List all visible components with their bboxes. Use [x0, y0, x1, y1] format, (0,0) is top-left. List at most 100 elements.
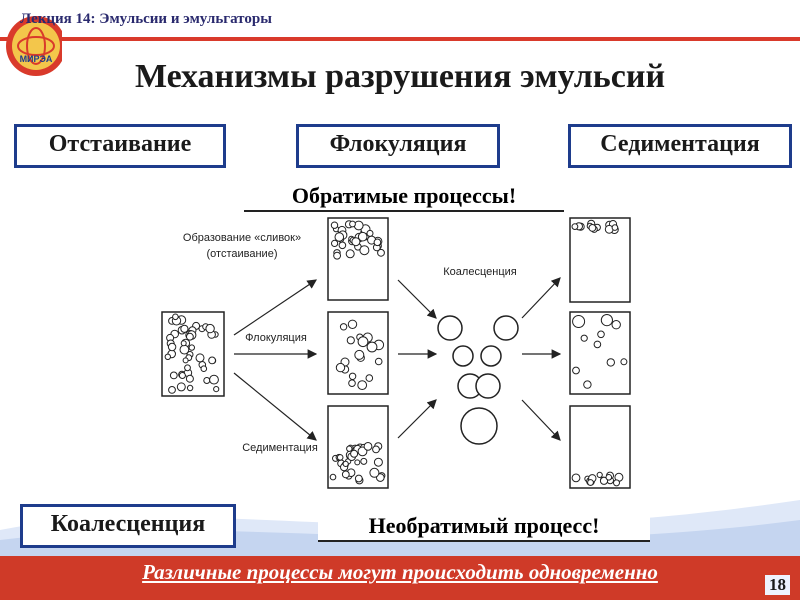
coalescence-drop-merged: [460, 407, 498, 445]
droplet: [374, 357, 383, 366]
droplet: [572, 366, 580, 375]
droplet: [180, 324, 189, 333]
coalescence-drop: [437, 315, 463, 341]
droplet: [167, 342, 177, 352]
arrow-creaming-to-coalescence: [397, 279, 437, 319]
droplet: [180, 340, 187, 347]
droplet: [357, 336, 369, 348]
droplet: [354, 459, 361, 466]
droplet: [346, 336, 355, 345]
droplet: [347, 319, 358, 330]
droplet: [349, 220, 356, 228]
coalescence-drop: [475, 373, 501, 399]
droplet: [168, 386, 176, 394]
logo-text: МИРЭА: [20, 54, 53, 64]
droplet: [600, 314, 613, 327]
droplet: [200, 365, 208, 372]
droplet: [353, 220, 364, 231]
droplet: [593, 340, 602, 349]
droplet: [365, 374, 374, 382]
droplet: [596, 471, 603, 478]
header-divider: [0, 37, 800, 41]
droplet: [335, 362, 346, 373]
droplet: [169, 371, 178, 380]
coalescence-drop: [493, 315, 519, 341]
mirea-logo: МИРЭА: [6, 16, 62, 76]
droplet: [333, 251, 342, 260]
droplet: [363, 442, 373, 451]
droplet: [179, 344, 190, 355]
droplet: [336, 454, 344, 461]
droplet: [205, 323, 215, 334]
droplet: [373, 238, 382, 247]
droplet: [377, 248, 385, 257]
droplet: [357, 231, 368, 242]
arrow-sedimentation-to-coalescence: [397, 399, 437, 439]
droplet: [611, 320, 621, 330]
droplet: [330, 221, 339, 229]
label-coalescence: Коалесценция: [443, 266, 517, 278]
droplet: [373, 457, 383, 467]
coalescence-box: Коалесценция: [20, 504, 236, 548]
label-sedimentation: Седиментация: [242, 442, 318, 454]
droplet: [331, 239, 339, 248]
label-creaming: Образование «сливок»: [182, 232, 302, 244]
droplet: [178, 372, 186, 379]
droplet: [213, 386, 220, 393]
droplet: [350, 449, 359, 458]
coalescence-drop: [452, 345, 474, 367]
droplet: [186, 332, 194, 341]
droplet: [186, 384, 194, 392]
droplet: [346, 445, 353, 452]
result-top-container: [569, 217, 631, 303]
droplet: [339, 323, 348, 331]
droplet-group: [164, 219, 628, 487]
arrow-to-sedimentation: [233, 372, 317, 441]
droplet: [176, 382, 186, 392]
droplet: [572, 315, 586, 328]
droplet: [334, 232, 345, 242]
droplet: [357, 380, 368, 391]
droplet: [366, 341, 378, 353]
destruction-diagram: Образование «сливок» (отстаивание) Флоку…: [150, 210, 650, 500]
droplet: [348, 372, 357, 381]
droplet: [354, 474, 363, 483]
droplet: [597, 330, 605, 339]
droplet: [366, 229, 374, 237]
droplet: [360, 457, 368, 465]
droplet: [620, 358, 628, 366]
settling-box: Отстаивание: [14, 124, 226, 168]
droplet: [164, 353, 171, 361]
droplet: [571, 473, 581, 483]
droplet: [195, 353, 205, 363]
droplet: [599, 476, 609, 485]
droplet: [341, 470, 350, 479]
sedimentation-box: Седиментация: [568, 124, 792, 168]
droplet: [583, 380, 592, 389]
lecture-title: Лекция 14: Эмульсии и эмульгаторы: [20, 11, 272, 27]
droplet: [605, 474, 613, 481]
droplet: [345, 249, 355, 259]
droplet: [329, 473, 337, 481]
droplet: [613, 479, 620, 487]
droplet: [588, 224, 597, 232]
droplet: [611, 224, 619, 231]
reversible-note: Обратимые процессы!: [244, 182, 564, 212]
droplet: [372, 445, 380, 454]
droplet: [188, 344, 195, 351]
droplet: [208, 356, 216, 365]
arrow-to-creaming: [233, 279, 317, 336]
flocculation-box: Флокуляция: [296, 124, 500, 168]
droplet: [587, 479, 594, 486]
irreversible-note: Необратимый процесс!: [318, 512, 650, 542]
footer-bar: [0, 556, 800, 600]
diagram-drawing: [161, 217, 631, 489]
droplet: [571, 223, 579, 231]
droplet: [203, 377, 211, 384]
droplet: [359, 245, 370, 256]
droplet: [351, 237, 361, 247]
slide-title: Механизмы разрушения эмульсий: [134, 58, 666, 95]
coalescence-drop: [480, 345, 502, 367]
droplet: [172, 313, 179, 321]
footer-note: Различные процессы могут происходить одн…: [142, 560, 658, 584]
